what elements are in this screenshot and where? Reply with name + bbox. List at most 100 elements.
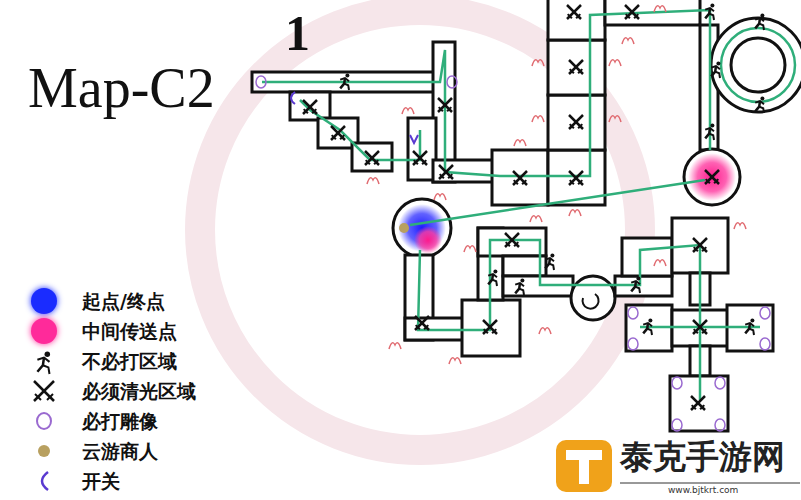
sword-icon xyxy=(570,69,574,73)
sword-icon xyxy=(304,109,308,113)
statue-icon xyxy=(672,419,682,431)
sword-icon xyxy=(693,238,707,252)
sword-icon xyxy=(706,179,710,183)
sword-icon xyxy=(331,126,345,140)
logo-mark xyxy=(566,450,602,460)
legend-swatch xyxy=(31,288,57,314)
watermark-ring xyxy=(200,10,640,450)
runner-icon xyxy=(340,78,345,88)
sword-icon xyxy=(569,60,583,74)
sword-icon xyxy=(513,171,527,185)
runner-icon xyxy=(759,24,764,30)
runner-icon xyxy=(705,8,710,18)
callout-number: 1 xyxy=(285,8,310,58)
sword-icon xyxy=(365,151,379,165)
sword-icon xyxy=(414,160,418,164)
runner-icon xyxy=(755,101,760,111)
runner-icon xyxy=(549,264,554,270)
statue-icon xyxy=(672,377,682,389)
flower-decor xyxy=(654,260,666,266)
sword-icon xyxy=(332,135,336,139)
flower-decor xyxy=(654,6,666,12)
runner-icon xyxy=(647,329,652,335)
sword-icon xyxy=(514,180,518,184)
sword-icon xyxy=(492,329,496,333)
sword-icon xyxy=(340,135,344,139)
legend-text: 中间传送点 xyxy=(82,319,177,343)
sword-icon xyxy=(694,247,698,251)
sword-icon xyxy=(702,247,706,251)
sword-icon xyxy=(34,381,54,401)
sword-icon xyxy=(413,151,427,165)
statues xyxy=(256,76,770,431)
sword-icon xyxy=(567,5,581,19)
sword-icon xyxy=(693,320,707,334)
statue-icon xyxy=(628,338,638,350)
sword-icon xyxy=(34,381,54,401)
sword-icon xyxy=(568,14,572,18)
runner-icon xyxy=(488,274,493,284)
runner-icon xyxy=(760,14,764,18)
sword-icon xyxy=(692,405,696,409)
runner-icon xyxy=(709,14,714,20)
sword-icon xyxy=(506,242,510,246)
logo-rule xyxy=(620,483,800,484)
sword-icon xyxy=(505,233,519,247)
runner-icon xyxy=(760,97,764,101)
sword-icon xyxy=(483,320,497,334)
flower-decor xyxy=(449,358,461,364)
sword-icon xyxy=(625,5,639,19)
runner-icon xyxy=(759,107,764,113)
decor-flowers xyxy=(367,6,746,364)
runner-icon xyxy=(716,62,720,66)
runner-icon xyxy=(709,134,714,140)
sword-icon xyxy=(700,405,704,409)
sword-icon xyxy=(413,151,427,165)
runner-icon xyxy=(750,319,754,323)
sword-icon xyxy=(626,14,630,18)
runner-icon xyxy=(631,281,636,291)
runner-icon xyxy=(515,283,520,293)
legend-text: 必须清光区域 xyxy=(82,379,196,403)
teleport-marker xyxy=(414,226,442,254)
switch-icon xyxy=(583,294,599,309)
runner-icon xyxy=(705,128,710,138)
sword-icon xyxy=(522,180,526,184)
sword-icon xyxy=(424,325,428,329)
runner-icon xyxy=(492,280,497,286)
logo-mark xyxy=(579,460,589,484)
runner-icon xyxy=(45,351,51,357)
sword-icon xyxy=(303,100,317,114)
sword-icon xyxy=(47,394,53,400)
sword-icon xyxy=(448,174,452,178)
sword-icon xyxy=(416,325,420,329)
sword-icon xyxy=(578,124,582,128)
sword-icon xyxy=(505,233,519,247)
sword-icon xyxy=(714,179,718,183)
map-title: Map-C2 xyxy=(28,60,215,116)
flower-decor xyxy=(514,140,526,146)
sword-icon xyxy=(569,60,583,74)
watermark-text: 泰克手游网 xyxy=(620,440,785,473)
sword-icon xyxy=(439,165,453,179)
sword-icon xyxy=(365,151,379,165)
flower-decor xyxy=(402,108,414,114)
flower-decor xyxy=(622,38,634,44)
sword-icon xyxy=(331,126,345,140)
flower-decor xyxy=(532,60,544,66)
runner-icon xyxy=(635,287,640,293)
sword-icon xyxy=(694,329,698,333)
sword-icon xyxy=(513,171,527,185)
legend-swatch xyxy=(31,318,57,344)
flower-decor xyxy=(530,216,542,222)
watermark-url: www.bjtkrt.com xyxy=(668,486,738,495)
flower-decor xyxy=(609,116,621,122)
runner-icon xyxy=(648,319,652,323)
sword-icon xyxy=(570,180,574,184)
runner-icon xyxy=(493,270,497,274)
runner-icon xyxy=(43,365,50,374)
legend-text: 起点/终点 xyxy=(82,289,165,313)
sword-icon xyxy=(447,107,451,111)
switch-icon xyxy=(410,135,418,143)
flower-decor xyxy=(539,328,551,334)
